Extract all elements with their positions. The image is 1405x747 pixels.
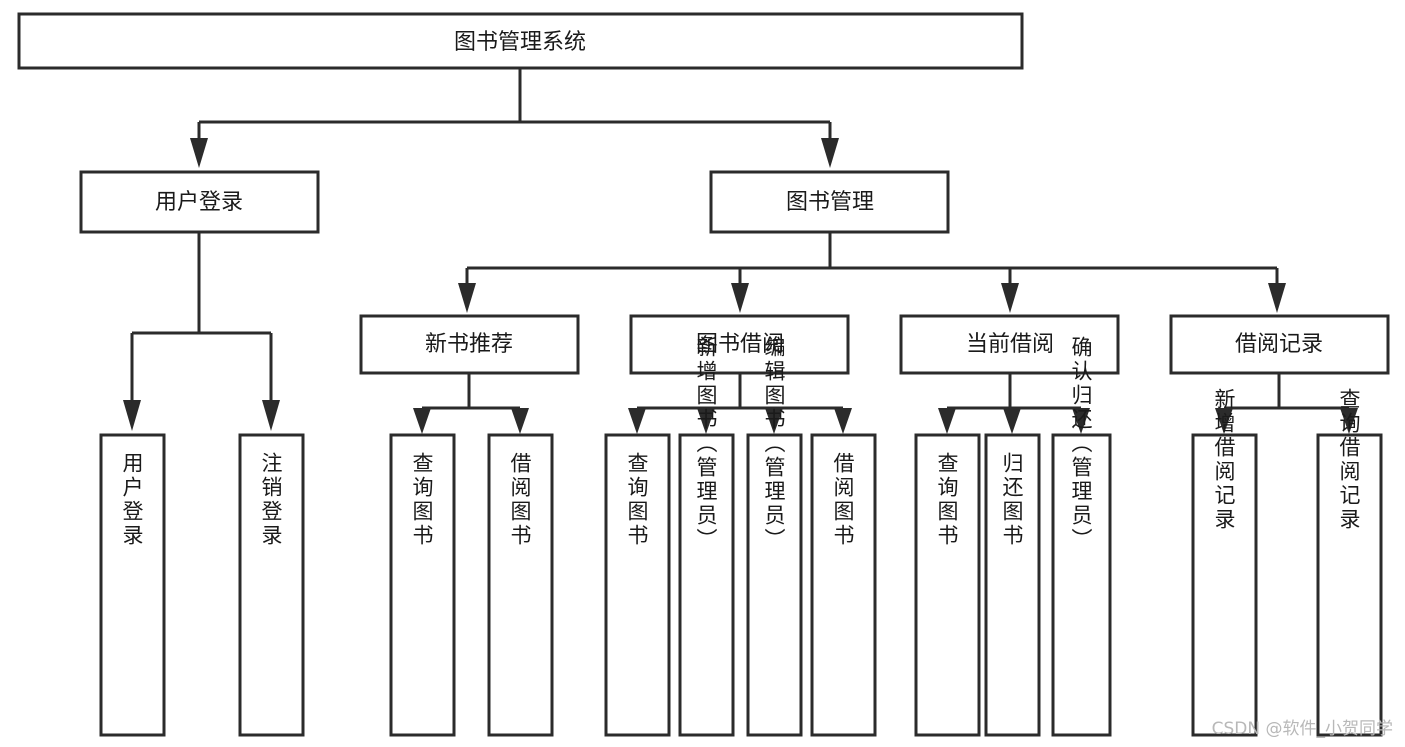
node-leaf-query-book-2-label: 查询图书: [625, 452, 649, 548]
edge-group-new-book-recommend: [413, 373, 529, 434]
node-root[interactable]: 图书管理系统: [17, 12, 1024, 70]
node-leaf-add-record-box[interactable]: [1191, 433, 1258, 737]
node-leaf-borrow-book-1-label: 借阅图书: [508, 452, 532, 548]
arrow-root-to-user-login: [190, 138, 208, 168]
arrow-current-to-leaf1: [938, 408, 956, 434]
arrow-recommend-to-leaf2: [511, 408, 529, 434]
node-leaf-edit-book-box[interactable]: [746, 433, 803, 737]
node-leaf-borrow-book-2-label: 借阅图书: [831, 452, 855, 548]
arrow-bm-to-recommend: [458, 283, 476, 313]
node-leaf-add-book-label: 新增图书（管理员）: [694, 336, 718, 552]
node-borrow-record-box[interactable]: [1169, 314, 1390, 375]
node-new-book-recommend-label: 新书推荐: [425, 332, 513, 357]
node-leaf-query-book-2[interactable]: 查询图书: [604, 433, 671, 737]
node-leaf-query-book-3-box[interactable]: [914, 433, 981, 737]
node-leaf-confirm-return-label: 确认归还（管理员）: [1069, 336, 1093, 552]
node-leaf-add-record-label: 新增借阅记录: [1212, 388, 1236, 532]
node-leaf-query-book-1[interactable]: 查询图书: [389, 433, 456, 737]
arrow-bm-to-record: [1268, 283, 1286, 313]
node-leaf-query-book-3-label: 查询图书: [935, 452, 959, 548]
node-leaf-logout-login[interactable]: 注销登录: [238, 433, 305, 737]
node-leaf-confirm-return[interactable]: 确认归还（管理员）: [1051, 336, 1112, 737]
node-leaf-confirm-return-box[interactable]: [1051, 433, 1112, 737]
arrow-borrow-to-leaf1: [628, 408, 646, 434]
node-leaf-user-login-box[interactable]: [99, 433, 166, 737]
arrow-record-to-leaf1: [1215, 408, 1233, 434]
node-current-borrow-label: 当前借阅: [966, 332, 1054, 357]
node-leaf-add-book[interactable]: 新增图书（管理员）: [678, 336, 735, 737]
node-leaf-add-book-box[interactable]: [678, 433, 735, 737]
arrow-user-login-to-leaf1: [123, 400, 141, 431]
arrow-current-to-leaf3: [1072, 408, 1090, 434]
arrow-record-to-leaf2: [1340, 408, 1358, 434]
node-book-borrow[interactable]: 图书借阅: [629, 314, 850, 375]
arrow-root-to-book-management: [821, 138, 839, 168]
node-leaf-return-book-box[interactable]: [984, 433, 1041, 737]
node-borrow-record[interactable]: 借阅记录: [1169, 314, 1390, 375]
arrow-bm-to-current: [1001, 283, 1019, 313]
edge-group-root: [190, 68, 839, 168]
node-book-borrow-box[interactable]: [629, 314, 850, 375]
node-leaf-borrow-book-2[interactable]: 借阅图书: [810, 433, 877, 737]
edge-group-book-management: [458, 232, 1286, 313]
node-leaf-add-record[interactable]: 新增借阅记录: [1191, 388, 1258, 737]
node-new-book-recommend-box[interactable]: [359, 314, 580, 375]
node-root-box[interactable]: [17, 12, 1024, 70]
node-current-borrow-box[interactable]: [899, 314, 1120, 375]
node-leaf-query-book-2-box[interactable]: [604, 433, 671, 737]
node-leaf-borrow-book-1-box[interactable]: [487, 433, 554, 737]
node-leaf-return-book[interactable]: 归还图书: [984, 433, 1041, 737]
node-new-book-recommend[interactable]: 新书推荐: [359, 314, 580, 375]
node-borrow-record-label: 借阅记录: [1235, 332, 1323, 357]
edge-group-current-borrow: [938, 373, 1090, 434]
node-leaf-user-login[interactable]: 用户登录: [99, 433, 166, 737]
node-user-login-box[interactable]: [79, 170, 320, 234]
edge-group-book-borrow: [628, 373, 852, 434]
node-book-management[interactable]: 图书管理: [709, 170, 950, 234]
node-leaf-logout-login-box[interactable]: [238, 433, 305, 737]
arrow-current-to-leaf2: [1003, 408, 1021, 434]
node-leaf-edit-book[interactable]: 编辑图书（管理员）: [746, 336, 803, 737]
node-leaf-query-book-1-box[interactable]: [389, 433, 456, 737]
node-leaf-query-record[interactable]: 查询借阅记录: [1316, 388, 1383, 737]
arrow-user-login-to-leaf2: [262, 400, 280, 431]
node-root-label: 图书管理系统: [454, 30, 586, 55]
node-leaf-logout-login-label: 注销登录: [259, 452, 283, 548]
arrow-borrow-to-leaf3: [765, 408, 783, 434]
arrow-recommend-to-leaf1: [413, 408, 431, 434]
node-leaf-query-record-box[interactable]: [1316, 433, 1383, 737]
edge-group-user-login: [123, 232, 280, 431]
arrow-borrow-to-leaf4: [834, 408, 852, 434]
edge-group-borrow-record: [1215, 373, 1358, 434]
node-leaf-user-login-label: 用户登录: [120, 452, 144, 548]
node-user-login[interactable]: 用户登录: [79, 170, 320, 234]
node-book-borrow-label: 图书借阅: [696, 332, 784, 357]
arrow-borrow-to-leaf2: [697, 408, 715, 434]
node-book-management-box[interactable]: [709, 170, 950, 234]
node-leaf-edit-book-label: 编辑图书（管理员）: [762, 336, 786, 552]
node-current-borrow[interactable]: 当前借阅: [899, 314, 1120, 375]
arrow-bm-to-borrow: [731, 283, 749, 313]
node-book-management-label: 图书管理: [786, 190, 874, 215]
node-leaf-query-book-1-label: 查询图书: [410, 452, 434, 548]
node-leaf-query-record-label: 查询借阅记录: [1337, 388, 1361, 532]
node-leaf-borrow-book-2-box[interactable]: [810, 433, 877, 737]
node-leaf-borrow-book-1[interactable]: 借阅图书: [487, 433, 554, 737]
node-user-login-label: 用户登录: [155, 190, 243, 215]
node-leaf-query-book-3[interactable]: 查询图书: [914, 433, 981, 737]
node-leaf-return-book-label: 归还图书: [1000, 452, 1024, 548]
